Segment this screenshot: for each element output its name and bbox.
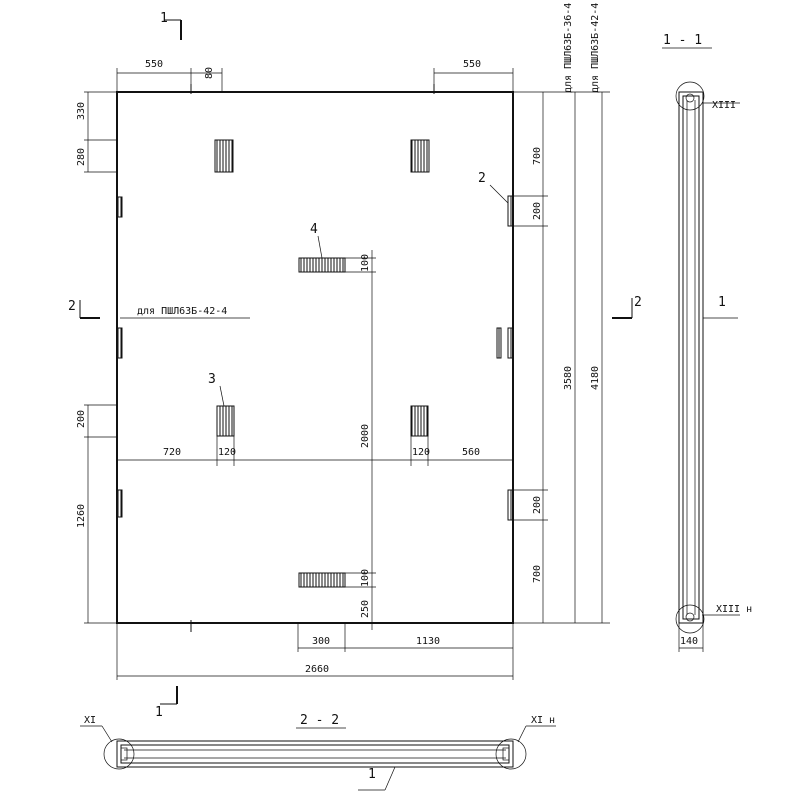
svg-text:300: 300 bbox=[312, 636, 330, 647]
dim-left-330: 330 bbox=[76, 102, 87, 120]
marker-3: 3 bbox=[208, 372, 225, 407]
svg-text:XIII н: XIII н bbox=[716, 604, 752, 615]
left-dimensions: 330 280 200 1260 bbox=[76, 91, 117, 624]
svg-text:700: 700 bbox=[532, 565, 543, 583]
svg-text:4: 4 bbox=[310, 222, 318, 237]
cut-marker-2-right: 2 bbox=[612, 295, 642, 319]
dim-120b: 120 bbox=[412, 447, 430, 458]
svg-text:1: 1 bbox=[718, 295, 726, 310]
svg-text:2000: 2000 bbox=[360, 424, 371, 448]
lift-loop-2 bbox=[410, 139, 430, 173]
svg-text:2: 2 bbox=[68, 299, 76, 314]
dim-left-1260: 1260 bbox=[76, 504, 87, 528]
dim-720: 720 bbox=[163, 447, 181, 458]
cut-marker-2-left: 2 bbox=[68, 299, 100, 319]
part-3-left bbox=[216, 405, 235, 437]
marker-4: 4 bbox=[310, 222, 323, 259]
svg-text:4180: 4180 bbox=[590, 366, 601, 390]
svg-text:2: 2 bbox=[634, 295, 642, 310]
bottom-dimensions: 300 1130 2660 bbox=[116, 623, 514, 680]
dim-120a: 120 bbox=[218, 447, 236, 458]
center-dimensions: 100 2000 100 250 bbox=[345, 250, 376, 630]
cut-marker-1-bottom: 1 bbox=[155, 686, 178, 720]
panel-outline bbox=[116, 91, 514, 624]
dim-560: 560 bbox=[462, 447, 480, 458]
dim-top-left: 550 bbox=[145, 59, 163, 70]
cut-marker-1-top: 1 bbox=[160, 11, 182, 40]
dim-top-right: 550 bbox=[463, 59, 481, 70]
svg-text:3: 3 bbox=[208, 372, 216, 387]
svg-text:200: 200 bbox=[532, 202, 543, 220]
svg-text:200: 200 bbox=[532, 496, 543, 514]
svg-text:1: 1 bbox=[160, 11, 168, 26]
svg-text:100: 100 bbox=[360, 254, 371, 272]
svg-text:140: 140 bbox=[680, 636, 698, 647]
dim-left-280: 280 bbox=[76, 148, 87, 166]
svg-text:1: 1 bbox=[155, 705, 163, 720]
svg-text:3580: 3580 bbox=[563, 366, 574, 390]
svg-text:XIII: XIII bbox=[712, 100, 736, 111]
lift-loop-1 bbox=[214, 139, 234, 173]
section-2-2: 2 - 2 XI XI н 1 bbox=[80, 713, 556, 791]
svg-text:1 - 1: 1 - 1 bbox=[663, 33, 702, 48]
plate-4-top bbox=[298, 257, 346, 273]
part-3-right bbox=[410, 405, 429, 437]
svg-text:для ПШЛ63Б-36-4: для ПШЛ63Б-36-4 bbox=[563, 3, 574, 93]
note-inner: для ПШЛ63Б-42-4 bbox=[120, 306, 250, 319]
svg-text:XI н: XI н bbox=[531, 715, 555, 726]
right-dimensions: 700 200 200 700 3580 4180 для ПШЛ63Б-36-… bbox=[513, 3, 610, 624]
svg-text:1: 1 bbox=[368, 767, 376, 782]
svg-text:2: 2 bbox=[478, 171, 486, 186]
svg-text:1130: 1130 bbox=[416, 636, 440, 647]
svg-text:100: 100 bbox=[360, 569, 371, 587]
svg-text:для ПШЛ63Б-42-4: для ПШЛ63Б-42-4 bbox=[137, 306, 227, 317]
svg-text:2660: 2660 bbox=[305, 664, 329, 675]
top-dimensions: 550 80 550 bbox=[116, 59, 514, 92]
section-1-1: 1 - 1 XIII XIII н 1 140 bbox=[662, 33, 752, 652]
svg-text:XI: XI bbox=[84, 715, 96, 726]
dim-left-200: 200 bbox=[76, 410, 87, 428]
mid-dimensions: 720 120 120 560 bbox=[117, 436, 513, 466]
dim-top-80: 80 bbox=[204, 67, 215, 79]
svg-text:для ПШЛ63Б-42-4: для ПШЛ63Б-42-4 bbox=[590, 3, 601, 93]
svg-text:700: 700 bbox=[532, 147, 543, 165]
marker-2: 2 bbox=[478, 171, 509, 204]
svg-text:2 - 2: 2 - 2 bbox=[300, 713, 339, 728]
svg-text:250: 250 bbox=[360, 600, 371, 618]
plate-4-bottom bbox=[298, 572, 346, 588]
